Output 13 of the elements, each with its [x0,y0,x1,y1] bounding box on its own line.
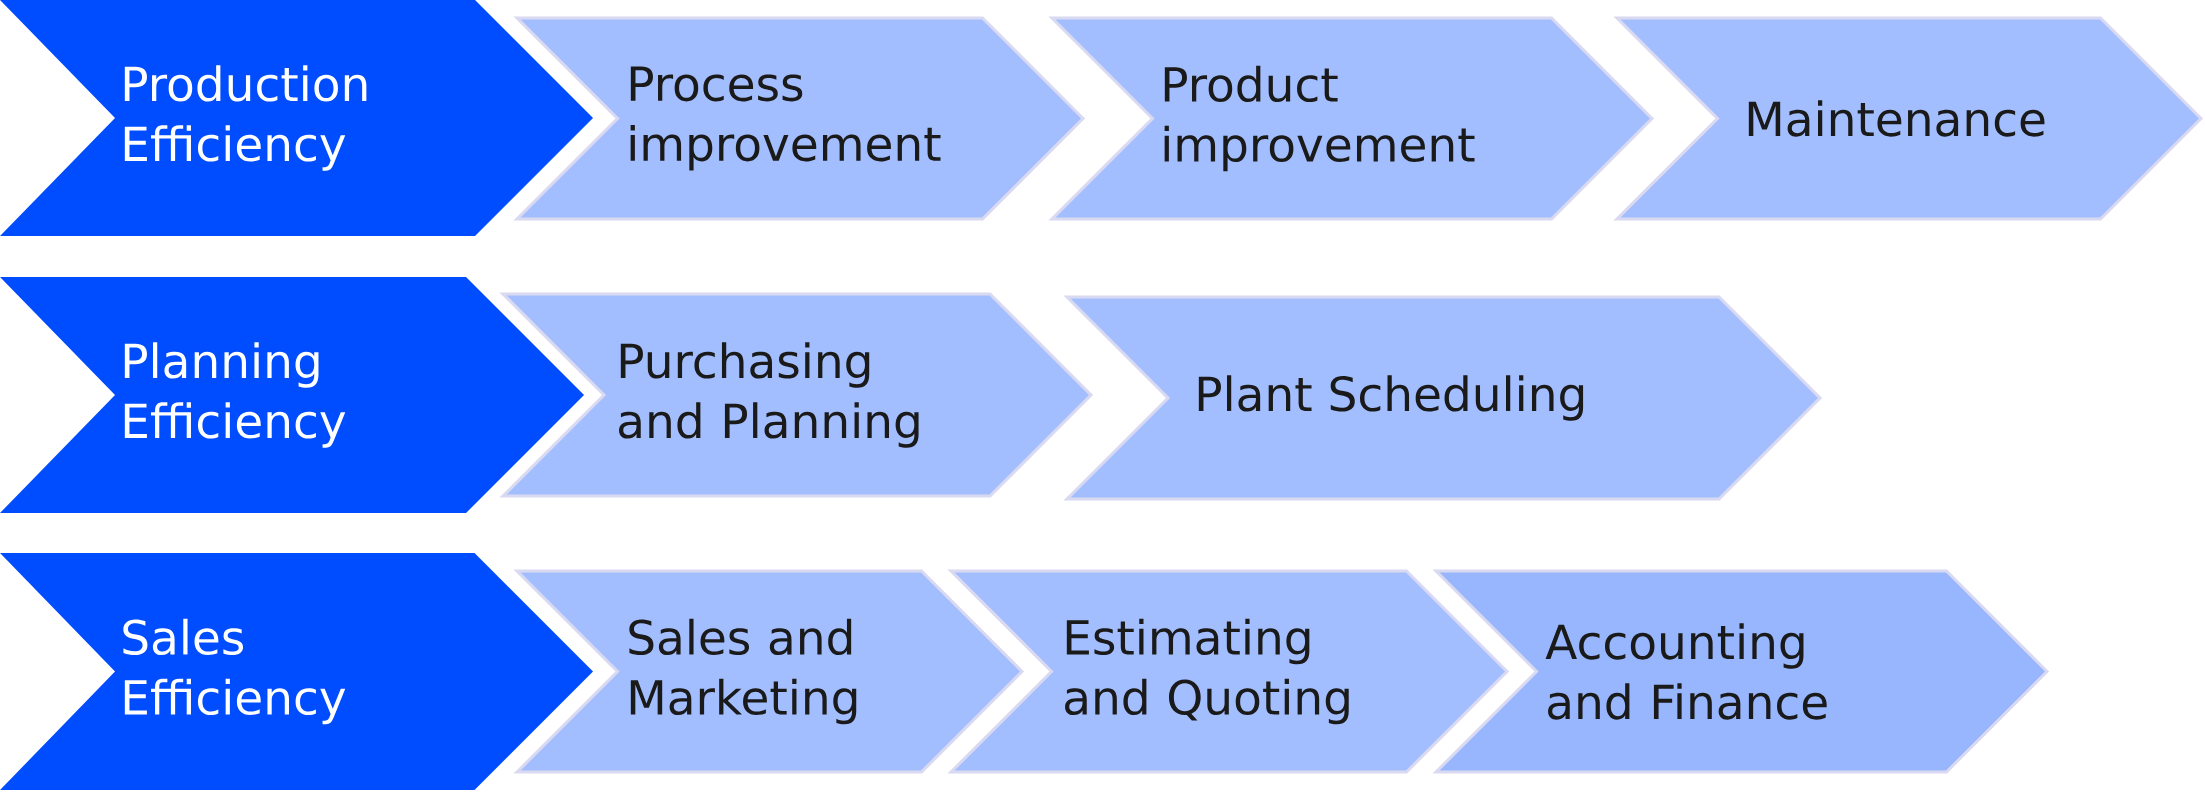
chevron-box: Sales Efficiency [0,553,593,790]
chevron-box: Product improvement [1048,16,1655,221]
chevron-box: Production Efficiency [0,0,593,236]
chevron-box: Sales and Marketing [513,569,1025,774]
node-label: Sales and Marketing [629,618,857,725]
chevron-box: Process improvement [513,16,1086,221]
chevron-box: Plant Scheduling [1063,295,1823,501]
chevron-box: Estimating and Quoting [947,569,1510,774]
chevron-box: Planning Efficiency [0,277,584,513]
node-label: Estimating and Quoting [1065,618,1349,725]
chevron-box: Maintenance [1613,16,2204,221]
chevron-box: Purchasing and Planning [499,292,1094,498]
chevron-box: Accounting and Finance [1432,569,2050,774]
